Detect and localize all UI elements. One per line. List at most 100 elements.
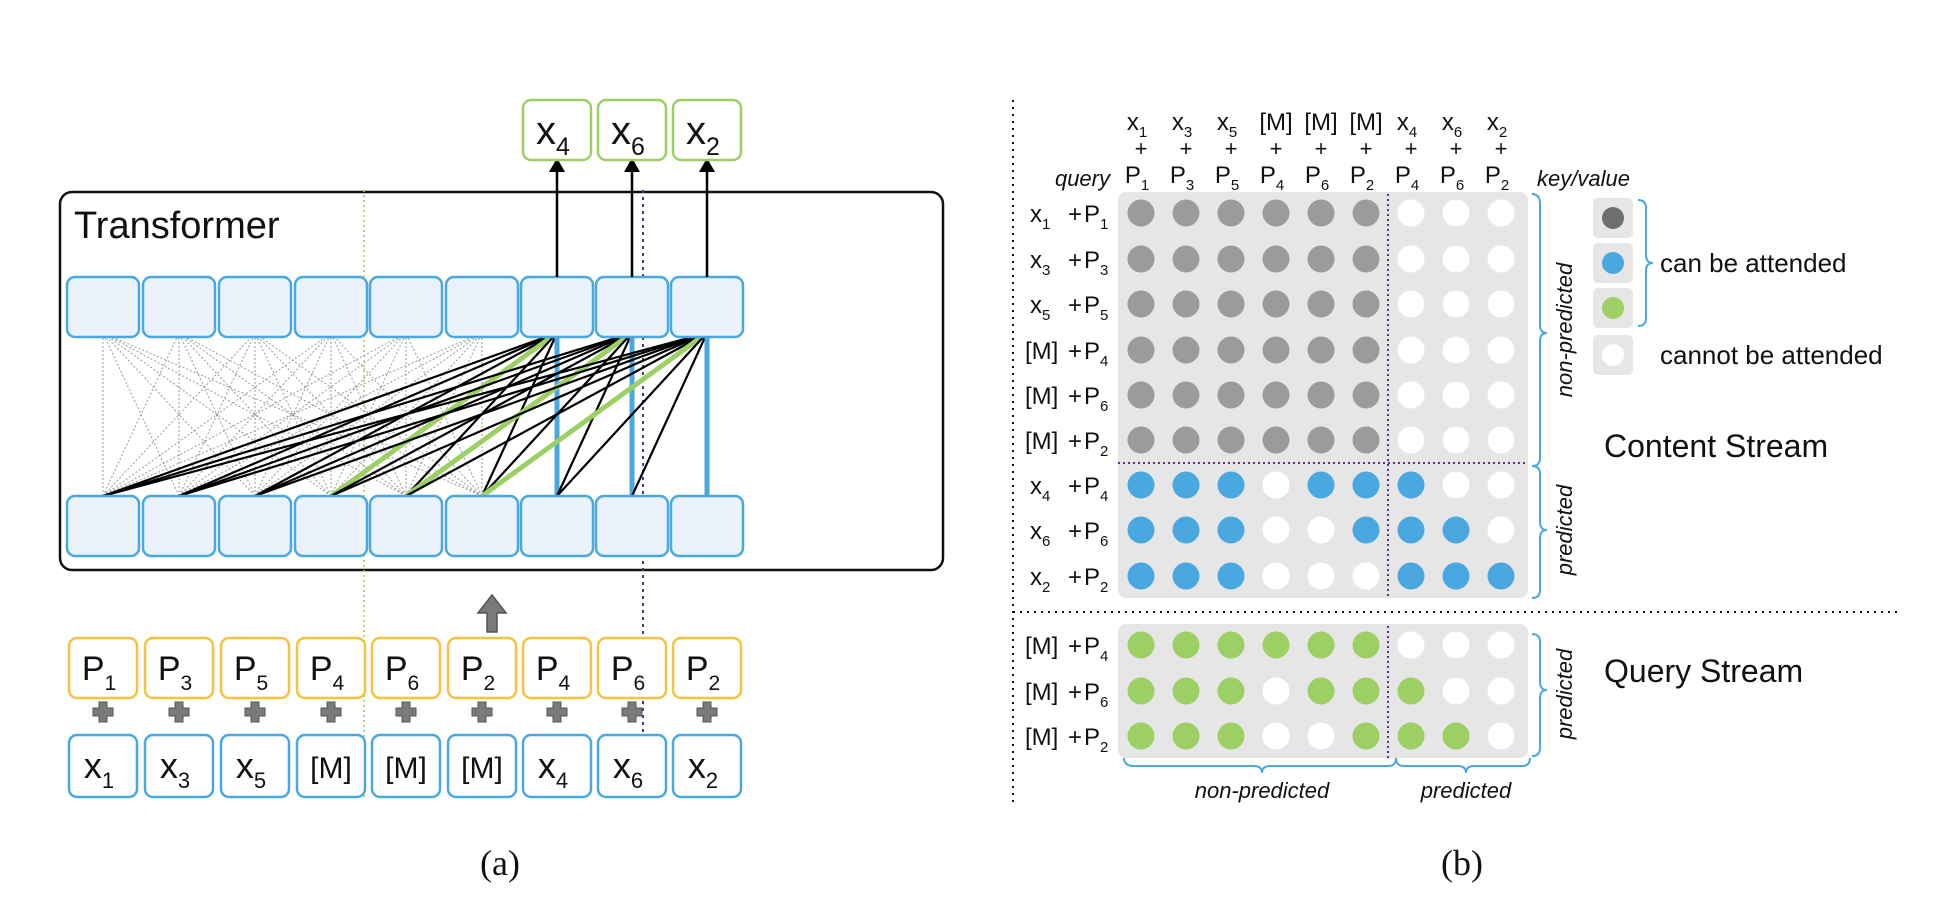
- content-edge: [405, 332, 708, 497]
- token-label-main: x: [160, 745, 178, 786]
- attention-dot: [1127, 722, 1155, 750]
- attention-dot: [1127, 290, 1155, 318]
- row-label-position-sub: 2: [1100, 579, 1108, 596]
- output-token-label-sub: 2: [706, 133, 720, 161]
- token-label-main: x: [236, 745, 254, 786]
- position-box: [521, 636, 593, 700]
- position-label-sub: 5: [257, 672, 269, 695]
- attention-dot: [1397, 471, 1425, 499]
- position-box: [596, 636, 668, 700]
- column-header-plus: +: [1450, 136, 1463, 161]
- row-label-position-main: P: [1084, 679, 1100, 706]
- row-label-token-sub: 4: [1042, 488, 1050, 505]
- row-label-position-main: P: [1084, 473, 1100, 500]
- brace-predicted-query: [1531, 633, 1548, 757]
- side-label-predicted-content: predicted: [1552, 484, 1577, 576]
- position-label: P6: [611, 650, 645, 695]
- hidden-cell-bottom: [217, 494, 293, 558]
- row-labels: x1+P1x3+P3x5+P5[M]+P4[M]+P6[M]+P2x4+P4x6…: [1025, 201, 1108, 756]
- attention-dot: [1217, 336, 1245, 364]
- token-box: [521, 733, 593, 799]
- output-token-label-sub: 4: [556, 133, 570, 161]
- side-label-non-predicted: non-predicted: [1552, 262, 1577, 397]
- column-header-bottom-sub: 5: [1231, 177, 1239, 194]
- attention-dot: [1307, 471, 1335, 499]
- attention-dot: [1397, 677, 1425, 705]
- token-label: x3: [160, 745, 190, 793]
- attention-matrices: [1118, 192, 1528, 758]
- attention-dot: [1172, 471, 1200, 499]
- position-label: P2: [686, 650, 720, 695]
- token-label: x5: [236, 745, 266, 793]
- hidden-cell-top: [293, 275, 369, 339]
- attention-dot: [1217, 722, 1245, 750]
- row-label-token-main: x: [1030, 292, 1042, 319]
- column-header-top-main: x: [1442, 109, 1454, 136]
- attention-dot: [1262, 245, 1290, 273]
- hidden-cell-bottom: [669, 494, 745, 558]
- column-header-top-main: [M]: [1259, 109, 1292, 136]
- column-header-top: x2: [1487, 109, 1507, 141]
- column-header-top: x5: [1217, 109, 1237, 141]
- column-header-top: x3: [1172, 109, 1192, 141]
- row-label-position-main: P: [1084, 383, 1100, 410]
- attention-dot: [1487, 426, 1515, 454]
- content-edge: [330, 331, 708, 498]
- column-header-bottom: P1: [1125, 162, 1149, 194]
- row-label-plus: +: [1068, 564, 1082, 591]
- attention-dot: [1487, 336, 1515, 364]
- attention-dot: [1442, 722, 1470, 750]
- row-label-plus: +: [1068, 473, 1082, 500]
- row-label-position-sub: 5: [1100, 307, 1108, 324]
- attention-dot: [1352, 336, 1380, 364]
- position-label-sub: 6: [408, 672, 420, 695]
- dotted-edge: [330, 332, 483, 497]
- attention-dot: [1172, 516, 1200, 544]
- attention-dot: [1262, 290, 1290, 318]
- output-token-label: x6: [611, 109, 645, 161]
- attention-dot: [1442, 199, 1470, 227]
- position-label: P6: [385, 650, 419, 695]
- attention-dot: [1172, 677, 1200, 705]
- row-label-position: P2: [1084, 428, 1108, 460]
- bottom-label-non-predicted: non-predicted: [1195, 778, 1330, 803]
- attention-dot: [1262, 199, 1290, 227]
- token-label-main: x: [538, 745, 556, 786]
- brace-bottom-predicted: [1395, 757, 1531, 774]
- row-label-token: [M]: [1025, 383, 1058, 410]
- position-label-main: P: [536, 650, 559, 688]
- content-edge: [556, 332, 708, 497]
- position-label-sub: 6: [634, 672, 646, 695]
- column-headers: x1+P1x3+P3x5+P5[M]+P4[M]+P6[M]+P2x4+P4x6…: [1125, 109, 1509, 194]
- attention-dot: [1172, 562, 1200, 590]
- hidden-cell-top: [669, 275, 745, 339]
- column-header-bottom: P4: [1395, 162, 1419, 194]
- position-box: [370, 636, 442, 700]
- output-token-label: x2: [686, 109, 720, 161]
- row-label-position: P3: [1084, 247, 1108, 279]
- position-label-main: P: [461, 650, 484, 688]
- hidden-cell-top: [594, 275, 670, 339]
- attention-dot: [1442, 245, 1470, 273]
- token-label-sub: 1: [102, 768, 114, 793]
- row-label-position-sub: 2: [1100, 443, 1108, 460]
- row-label-position-main: P: [1084, 292, 1100, 319]
- column-header-bottom-sub: 6: [1456, 177, 1464, 194]
- hidden-cells: [65, 275, 745, 558]
- attention-dot: [1217, 381, 1245, 409]
- row-label-position-sub: 6: [1100, 398, 1108, 415]
- attention-dot: [1352, 290, 1380, 318]
- row-label-token-main: [M]: [1025, 383, 1058, 410]
- attention-dot: [1397, 426, 1425, 454]
- token-label-main: x: [613, 745, 631, 786]
- column-header-bottom-sub: 3: [1186, 177, 1194, 194]
- row-label-token: [M]: [1025, 428, 1058, 455]
- content-edge: [254, 331, 708, 498]
- column-header-bottom-sub: 4: [1276, 177, 1284, 194]
- plus-icon: [621, 701, 643, 723]
- token-box: [219, 733, 291, 799]
- row-label-position: P2: [1084, 724, 1108, 756]
- column-header-bottom-main: P: [1395, 162, 1411, 189]
